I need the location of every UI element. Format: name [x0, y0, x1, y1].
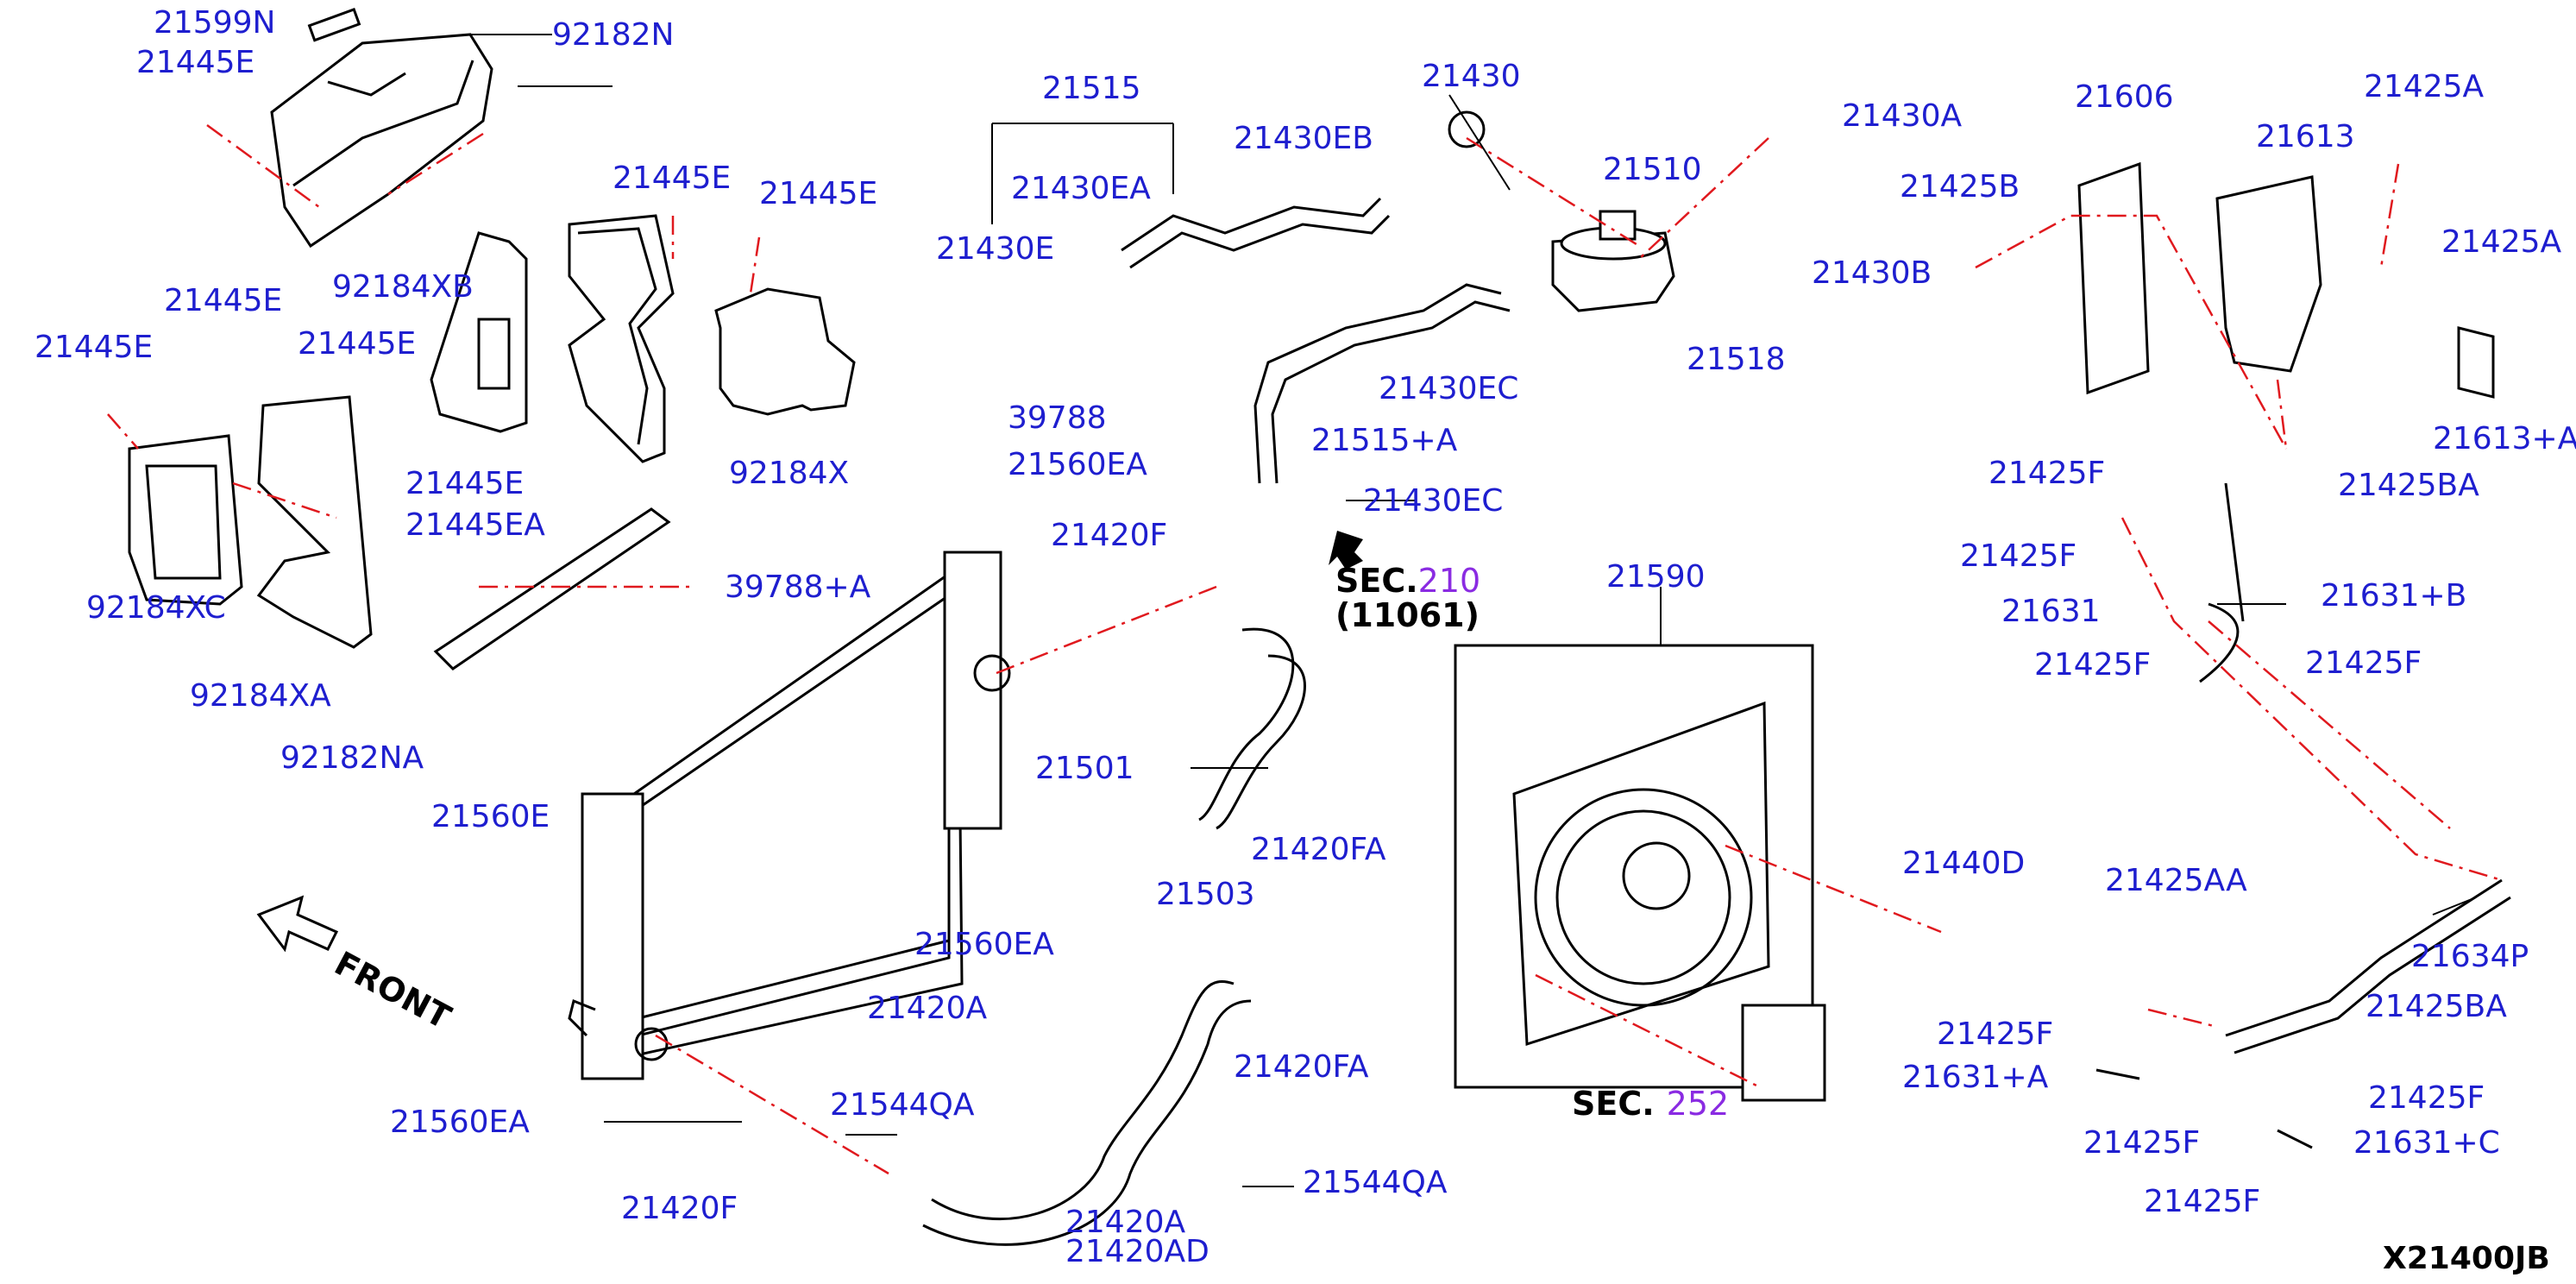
- diagram-code: X21400JB: [2383, 1241, 2550, 1276]
- label-21590: 21590: [1606, 559, 1706, 595]
- label-21425F-c: 21425F: [2034, 647, 2151, 683]
- lower-hose-part: [922, 980, 1252, 1246]
- label-21445E-c: 21445E: [759, 176, 877, 211]
- label-21445E-d: 21445E: [164, 283, 282, 318]
- oil-cooler-part: [2077, 161, 2511, 1149]
- label-21430EB: 21430EB: [1234, 121, 1373, 156]
- label-21599N: 21599N: [154, 5, 275, 41]
- label-21430A: 21430A: [1842, 98, 1963, 134]
- air-guide-plate-part: [714, 287, 856, 416]
- label-21425BA-b: 21425BA: [2366, 989, 2507, 1024]
- label-21425F-a: 21425F: [1989, 456, 2105, 491]
- label-21430EC-a: 21430EC: [1379, 371, 1518, 406]
- label-21420AD: 21420AD: [1065, 1234, 1209, 1269]
- label-21430B: 21430B: [1812, 255, 1932, 291]
- reservoir-tank-part: [1448, 110, 1675, 312]
- label-21613: 21613: [2256, 119, 2355, 154]
- label-21425B: 21425B: [1900, 169, 2020, 205]
- label-39788: 39788: [1008, 400, 1107, 436]
- label-21503: 21503: [1156, 877, 1255, 912]
- label-21420F-a: 21420F: [1051, 518, 1167, 553]
- label-21445E-g: 21445E: [405, 466, 524, 501]
- label-21445E-e: 21445E: [35, 330, 153, 365]
- label-21544QA-a: 21544QA: [830, 1087, 975, 1123]
- section-ref-210: SEC.210: [1335, 562, 1480, 600]
- assembly-lines: [107, 123, 2503, 1175]
- front-arrow-icon: [256, 895, 339, 953]
- label-21544QA-b: 21544QA: [1303, 1165, 1448, 1200]
- fan-assembly-part: [1454, 644, 1826, 1102]
- label-21425F-b: 21425F: [1960, 538, 2077, 574]
- label-92184X: 92184X: [729, 456, 849, 491]
- label-21420FA-b: 21420FA: [1234, 1049, 1369, 1085]
- label-21445E-f: 21445E: [298, 326, 416, 362]
- label-21425BA-a: 21425BA: [2338, 468, 2479, 503]
- label-21560E: 21560E: [431, 799, 550, 834]
- label-21631plusA: 21631+A: [1902, 1060, 2049, 1095]
- label-21560EA-b: 21560EA: [914, 927, 1054, 962]
- label-39788plusA: 39788+A: [725, 570, 871, 605]
- label-21425F-d: 21425F: [2305, 645, 2422, 681]
- air-guide-left-part: [128, 395, 373, 649]
- label-21425F-e: 21425F: [1937, 1016, 2053, 1052]
- label-92182N: 92182N: [552, 17, 674, 53]
- label-21445EA: 21445EA: [405, 507, 545, 543]
- label-92184XC: 92184XC: [86, 590, 226, 626]
- label-21420A-b: 21420A: [1065, 1205, 1186, 1240]
- upper-shroud-part: [270, 8, 493, 249]
- label-21445E-b: 21445E: [613, 160, 731, 196]
- label-21631: 21631: [2001, 594, 2101, 629]
- section-ref-252: SEC.252: [1572, 1085, 1729, 1123]
- label-21430E: 21430E: [936, 231, 1054, 267]
- label-92184XA: 92184XA: [190, 678, 331, 714]
- label-21425F-h: 21425F: [2144, 1184, 2260, 1219]
- label-21634P: 21634P: [2411, 939, 2529, 974]
- label-21420F-b: 21420F: [621, 1191, 738, 1226]
- air-guide-upper-left-part: [430, 231, 528, 433]
- section-ref-210-sub: (11061): [1335, 596, 1480, 634]
- label-21430: 21430: [1422, 59, 1521, 94]
- label-21631plusB: 21631+B: [2321, 578, 2466, 614]
- front-label: FRONT: [329, 944, 457, 1036]
- label-21518: 21518: [1687, 342, 1786, 377]
- radiator-part: [568, 551, 1011, 1080]
- label-21425AA: 21425AA: [2105, 863, 2247, 898]
- label-21501: 21501: [1035, 751, 1134, 786]
- label-92182NA: 92182NA: [280, 740, 424, 776]
- label-21613plusA: 21613+A: [2433, 421, 2576, 456]
- label-21425A-b: 21425A: [2441, 224, 2562, 260]
- reservoir-hose-part: [1121, 197, 1511, 484]
- label-21430EC-b: 21430EC: [1363, 483, 1503, 519]
- label-21510: 21510: [1603, 152, 1702, 187]
- label-21425F-g: 21425F: [2368, 1080, 2485, 1116]
- label-21440D: 21440D: [1902, 846, 2025, 881]
- label-21606: 21606: [2075, 79, 2174, 115]
- label-21560EA-a: 21560EA: [1008, 447, 1147, 482]
- upper-hose-part: [1198, 627, 1306, 830]
- label-21425A-a: 21425A: [2364, 69, 2485, 104]
- label-92184XB: 92184XB: [332, 269, 474, 305]
- leader-lines: [466, 34, 2477, 1187]
- label-21631plusC: 21631+C: [2353, 1125, 2500, 1161]
- lower-bracket-part: [433, 507, 671, 670]
- label-21420FA-a: 21420FA: [1251, 832, 1386, 867]
- sec-arrow-icon: [1329, 531, 1363, 570]
- label-21425F-f: 21425F: [2083, 1125, 2200, 1161]
- label-21420A-a: 21420A: [867, 991, 988, 1026]
- label-21560EA-c: 21560EA: [390, 1105, 530, 1140]
- label-21515plusA: 21515+A: [1311, 423, 1458, 458]
- label-21430EA: 21430EA: [1011, 171, 1151, 206]
- label-21515: 21515: [1042, 71, 1141, 106]
- label-21445E-a: 21445E: [136, 45, 254, 80]
- air-guide-upper-part: [568, 214, 675, 463]
